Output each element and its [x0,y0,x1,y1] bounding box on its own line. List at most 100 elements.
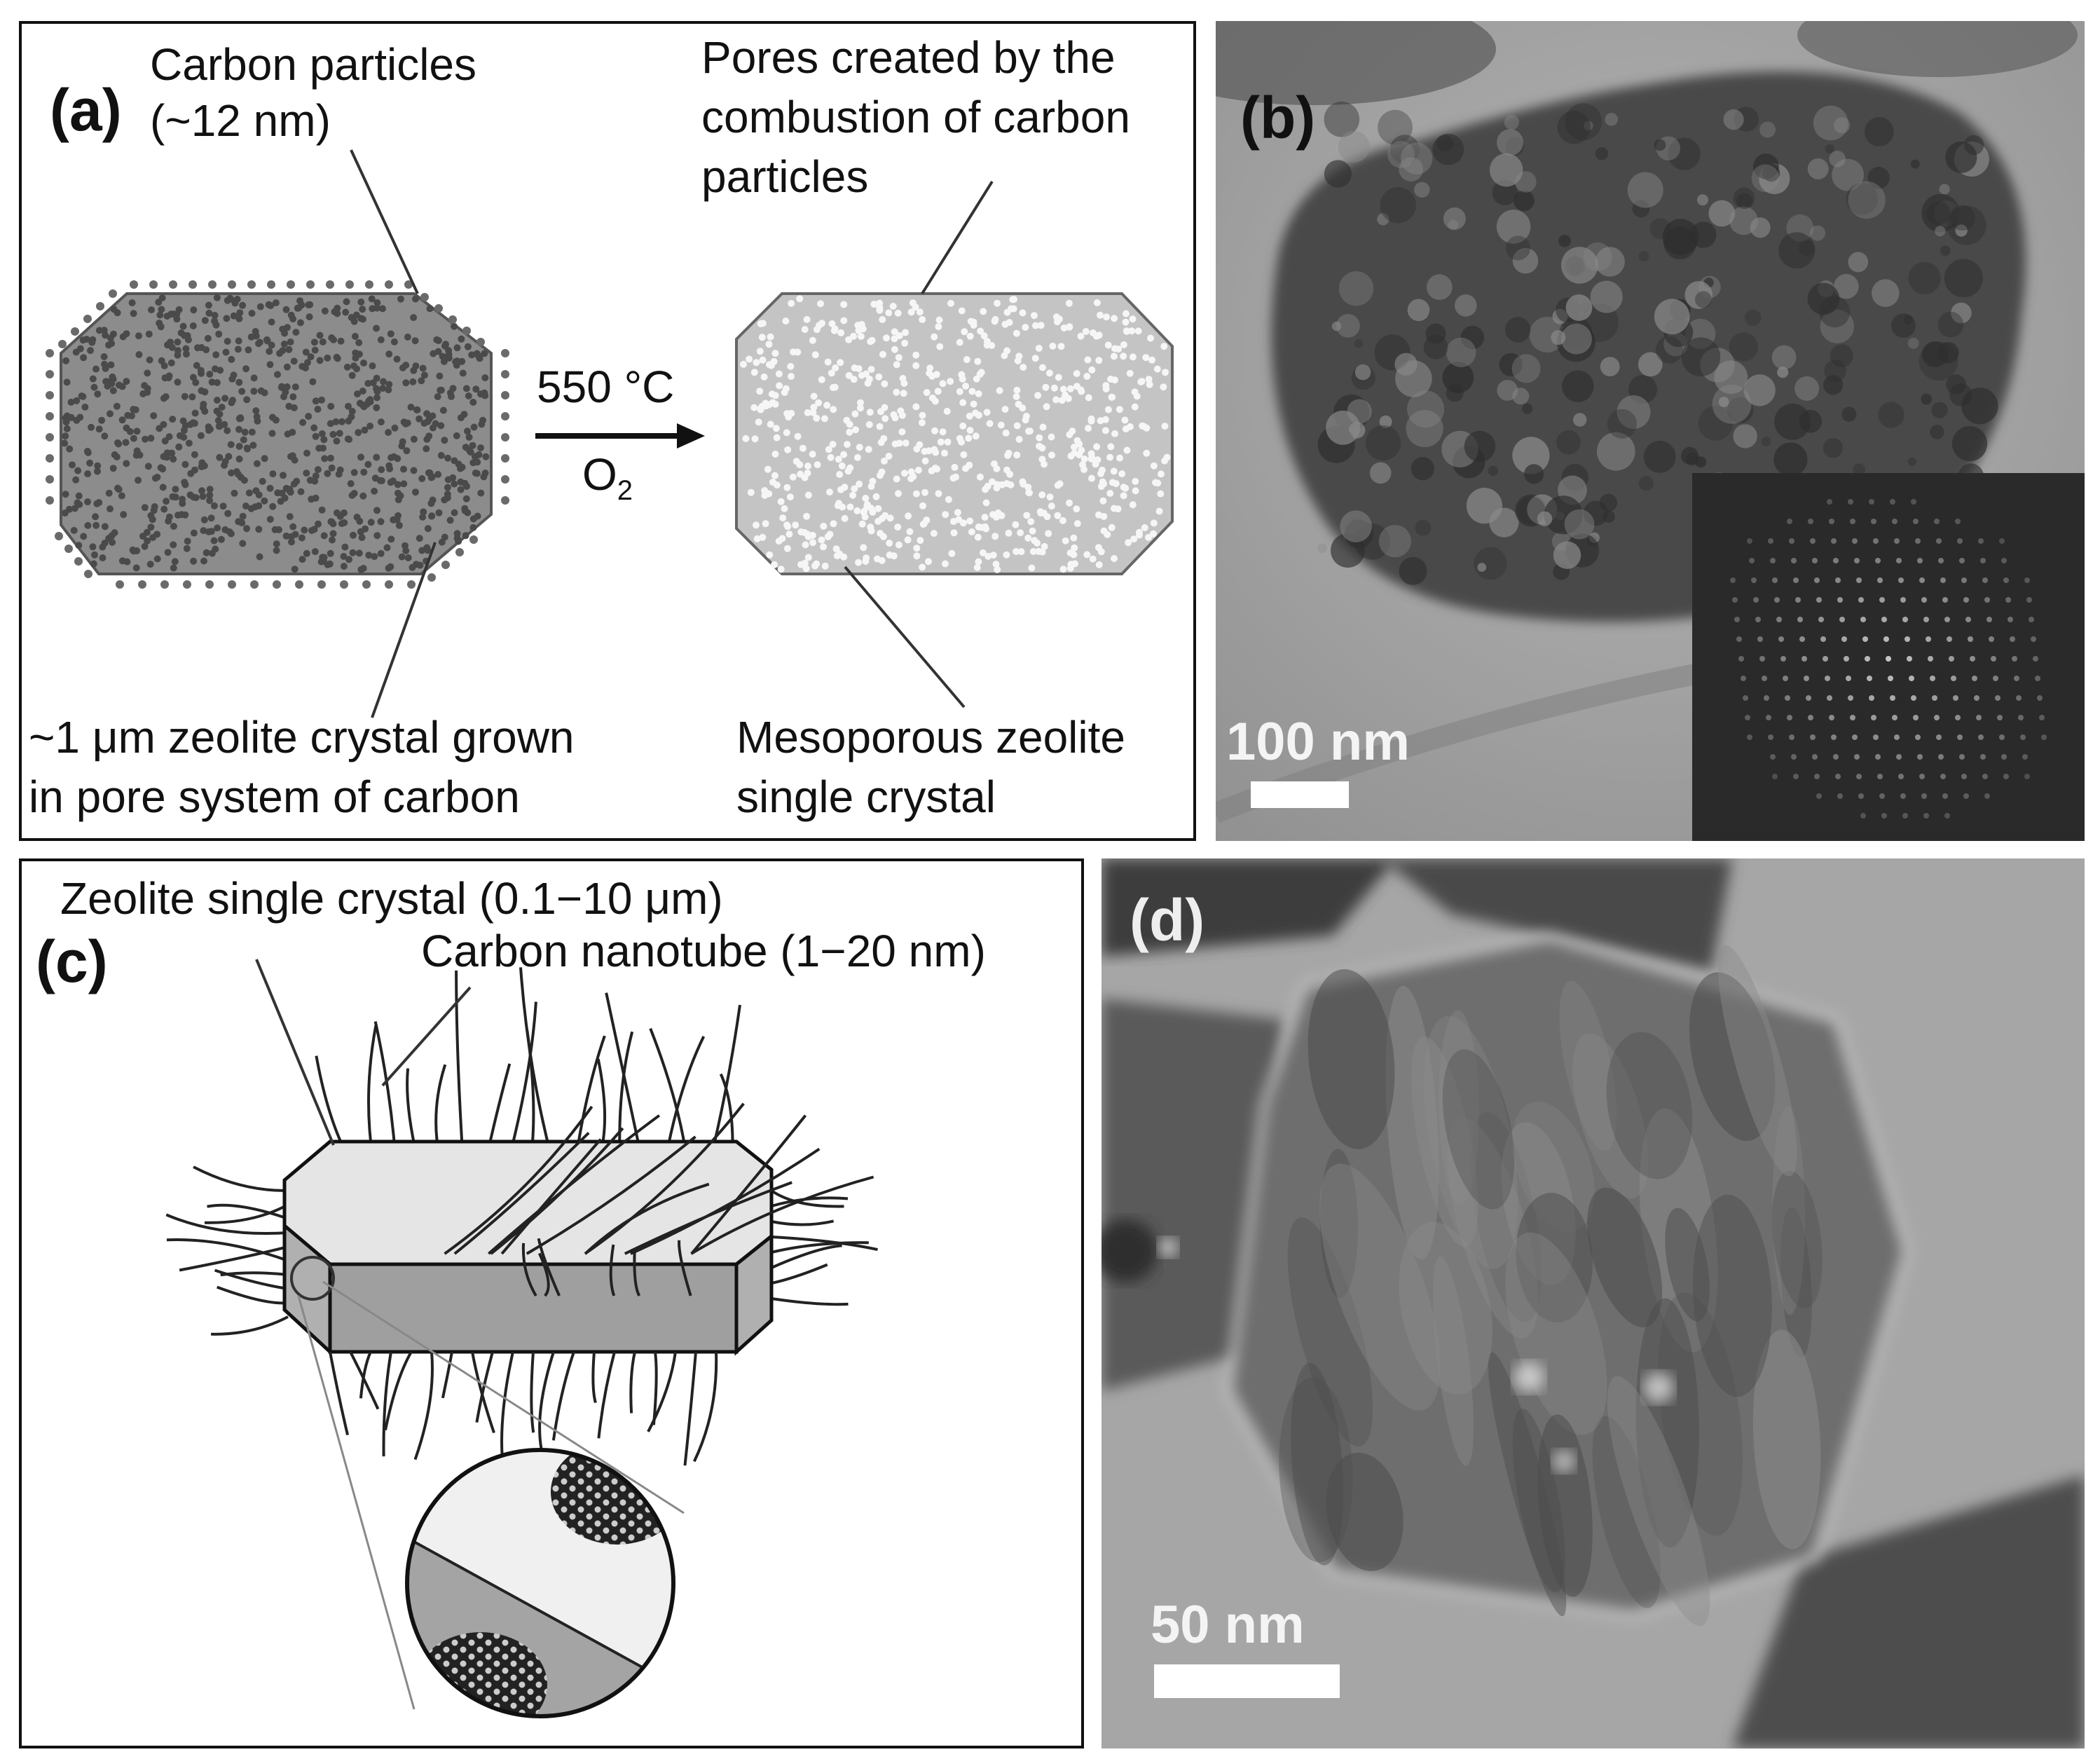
diffraction-spot [1789,538,1794,544]
carbon-particle [280,472,287,479]
mesopore [982,486,989,493]
mesopore [889,303,897,310]
carbon-nanotube [690,1175,874,1255]
mesopore [1146,381,1153,388]
carbon-particle [174,347,181,355]
carbon-particle [268,341,275,349]
mesopore [1052,313,1060,321]
carbon-particle [373,453,380,461]
carbon-particle [315,444,323,452]
carbon-particle [424,418,432,425]
carbon-particle [199,493,207,500]
mesopore [1095,561,1103,568]
carbon-particle [462,385,470,392]
carbon-particle [312,472,320,480]
mesopore [925,558,932,566]
mesopore [814,461,821,469]
mesopore [840,301,848,308]
mesopore [840,317,848,324]
mesopore [1076,440,1083,448]
carbon-particle [108,532,116,540]
carbon-particle [123,330,130,338]
diffraction-spot [1831,734,1837,740]
diffraction-spot [1955,519,1961,524]
mesopore [1062,537,1069,545]
diffraction-spot [1999,538,2005,544]
mesopore [1104,406,1112,413]
mesopore [996,387,1003,395]
mesopore [1035,345,1043,352]
carbon-particle [318,506,326,514]
carbon-particle [289,393,297,401]
carbon-nanotube [584,1102,745,1255]
carbon-particle [61,439,69,447]
carbon-particle [306,477,314,484]
carbon-particle [207,425,214,433]
mesopore [1082,328,1090,335]
mesopore [1029,548,1037,555]
diffraction-spot [1944,617,1950,622]
carbon-particle [362,580,371,589]
diffraction-spot [1875,558,1881,563]
carbon-particle [141,504,149,512]
mesopore [818,320,825,327]
carbon-particle [299,418,307,426]
carbon-particle [441,533,448,541]
carbon-particle [451,457,458,465]
carbon-particle [235,470,242,478]
mesopore [865,376,873,383]
carbon-particle [365,280,373,289]
diffraction-spot [1902,813,1908,819]
carbon-particle [319,554,327,561]
carbon-particle [420,293,429,301]
carbon-nanotube [413,1351,434,1460]
mesopore [825,446,832,453]
magnified-view [407,1450,673,1716]
carbon-particle [373,388,381,395]
carbon-particle [295,580,303,589]
mesopore [841,484,849,491]
carbon-particle [213,397,221,404]
leader-line-zeolite [371,542,437,718]
panel-label-b: (b) [1240,85,1316,151]
mesopore [777,566,785,573]
mesopore [876,423,884,430]
carbon-particle [181,481,189,488]
mesopore [907,308,915,316]
mesopore [756,348,764,355]
mesopore [1036,434,1043,442]
mesopore [1059,516,1066,524]
mesopore [1106,453,1114,461]
mesopore [867,527,875,535]
carbon-particle [135,351,143,358]
mesopore [803,512,811,520]
mesopore [1050,384,1058,392]
carbon-particle [441,561,450,569]
carbon-particle [227,295,235,303]
carbon-particle [179,417,187,425]
mesopore [801,326,809,334]
mesopore [1107,376,1115,383]
carbon-particle [349,549,357,556]
diffraction-spot [1837,793,1843,799]
carbon-particle [235,442,243,450]
diffraction-spot [1938,558,1944,563]
scale-bar-d [1154,1664,1340,1698]
carbon-particle [476,355,483,362]
mesopore [958,371,966,378]
diffraction-spot [1915,538,1921,544]
mesopore [1116,406,1123,413]
carbon-particle [259,477,266,485]
carbon-particle [364,380,372,388]
carbon-particle [269,502,277,510]
diffraction-spot [1976,715,1982,720]
carbon-particle [451,509,458,516]
carbon-nanotube [193,1165,289,1193]
diffraction-spot [1747,538,1752,544]
mesopore [942,511,949,519]
carbon-particle [350,469,358,477]
diffraction-spot [2037,695,2043,701]
mesopore [1054,512,1062,519]
mesopore [1153,365,1161,373]
mesopore [895,354,903,362]
